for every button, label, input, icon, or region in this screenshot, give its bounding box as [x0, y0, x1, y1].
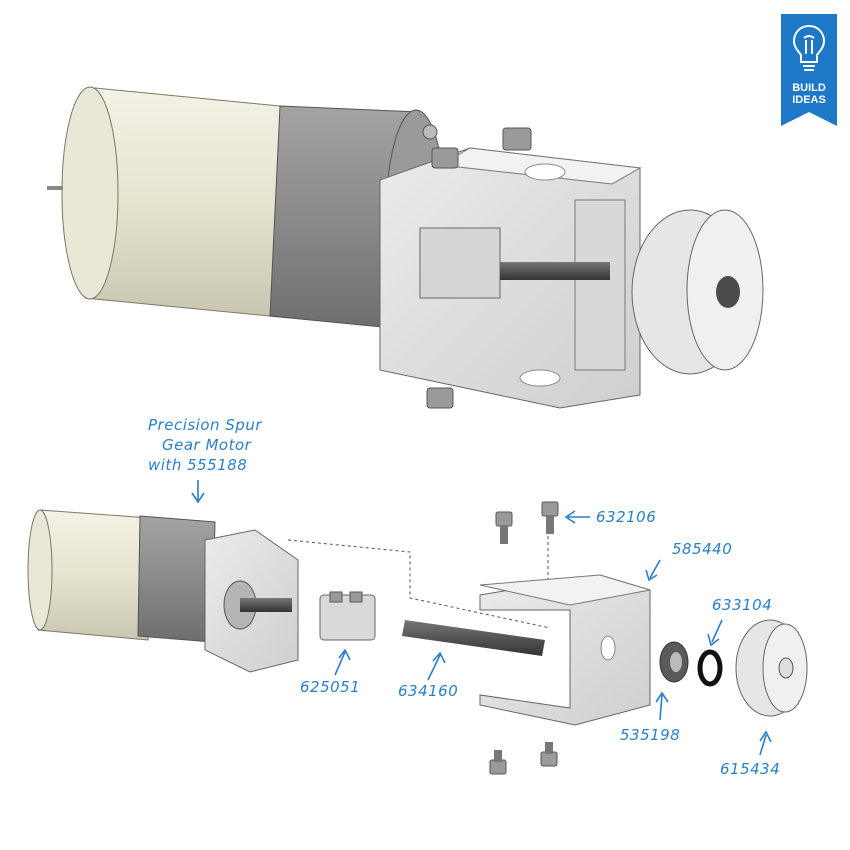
motor-exploded: [27, 509, 216, 643]
callout-arrows: [191, 480, 772, 756]
d-shaft-634160: [402, 620, 545, 656]
arrow-633104: [707, 619, 723, 647]
callout-625051: 625051: [300, 678, 361, 696]
bearing-535198: [659, 641, 689, 683]
callout-615434: 615434: [720, 760, 781, 778]
arrow-632106: [564, 510, 590, 524]
build-ideas-badge: BUILD IDEAS: [781, 14, 837, 126]
pulley-615434: [735, 619, 808, 717]
spacer-633104: [697, 649, 723, 687]
motor-can: [47, 86, 301, 319]
alignment-guide-line: [287, 539, 551, 629]
badge-ribbon: [781, 14, 837, 126]
arrow-585440: [645, 559, 661, 582]
callout-633104: 633104: [712, 596, 773, 614]
callout-535198: 535198: [620, 726, 681, 744]
callout-632106: 632106: [596, 508, 657, 526]
screws-exploded: [489, 501, 559, 775]
timing-pulley: [631, 209, 764, 375]
callout-motor-line2: Gear Motor: [162, 436, 252, 454]
clamping-hub-625051: [319, 591, 376, 641]
motor-mount: [204, 529, 299, 673]
callout-634160: 634160: [398, 682, 459, 700]
lightbulb-wrench-icon: [792, 24, 826, 71]
callout-motor-line1: Precision Spur: [148, 416, 263, 434]
arrow-motor: [191, 480, 205, 504]
arrow-634160: [427, 651, 446, 681]
arrow-615434: [759, 730, 772, 756]
callout-motor-line3: with 555188: [148, 456, 248, 474]
channel-585440: [479, 574, 651, 726]
exploded-view: [27, 501, 808, 775]
socket-head-screws: [426, 127, 532, 409]
badge-line2: IDEAS: [792, 94, 826, 106]
assembled-view: [47, 86, 764, 409]
arrow-535198: [655, 691, 669, 721]
clamping-hub: [419, 227, 610, 299]
arrow-625051: [334, 648, 351, 676]
badge-line1: BUILD: [792, 82, 826, 94]
callout-585440: 585440: [672, 540, 733, 558]
